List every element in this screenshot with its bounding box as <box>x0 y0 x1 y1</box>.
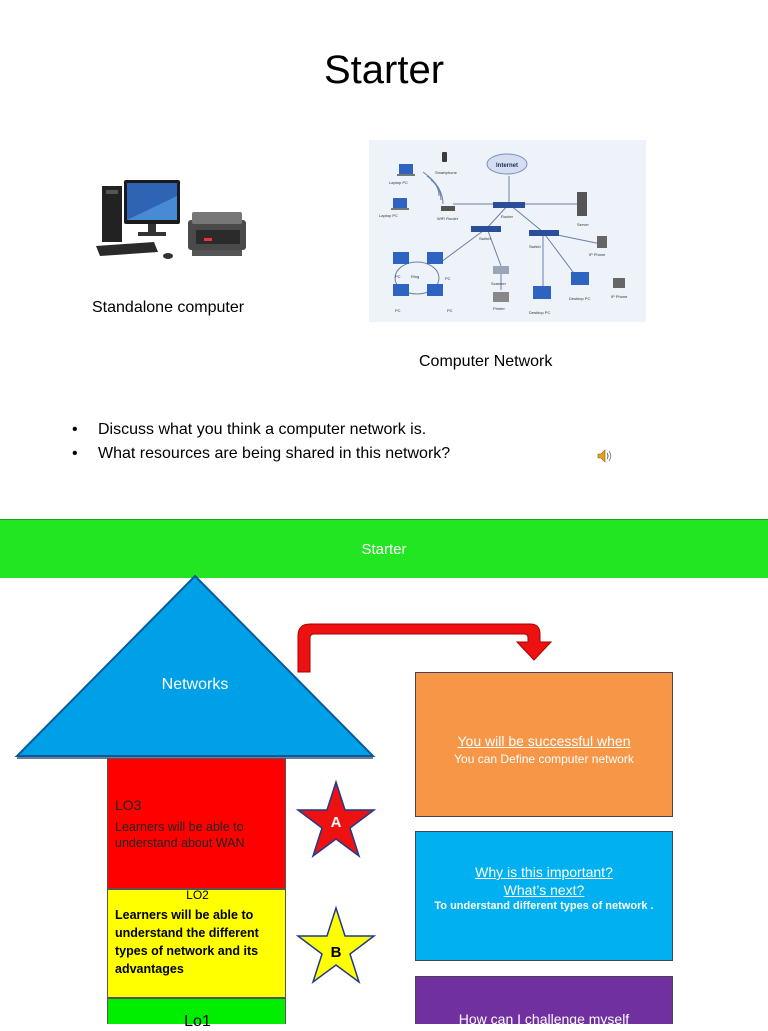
network-label-pc-2: PC <box>445 276 451 281</box>
curved-arrow-icon <box>297 623 553 673</box>
network-label-pc-1: PC <box>395 274 401 279</box>
network-label-pc-3: PC <box>395 308 401 313</box>
bullet-item: What resources are being shared in this … <box>72 442 450 466</box>
network-label-ring: Ring <box>411 274 419 279</box>
bullet-item: Discuss what you think a computer networ… <box>72 418 450 442</box>
computer-network-caption: Computer Network <box>419 353 553 370</box>
starter-banner: Starter <box>0 519 768 578</box>
network-label-ip-phone-1: IP Phone <box>589 252 606 257</box>
lo1-block: Lo1 <box>107 998 286 1030</box>
lo1-heading: Lo1 <box>184 1013 211 1030</box>
lo2-text-line: Learners will be able to <box>115 908 254 922</box>
lo2-text-line: types of network and its <box>115 944 259 958</box>
lo2-heading: LO2 <box>186 888 209 902</box>
network-label-printer: Printer <box>493 306 505 311</box>
lo3-block: LO3 Learners will be able to understand … <box>107 758 286 889</box>
discussion-bullets: Discuss what you think a computer networ… <box>72 418 450 466</box>
network-label-desktop-pc-1: Desktop PC <box>529 310 550 315</box>
whats-next-heading: What’s next? <box>503 882 585 898</box>
network-label-smartphone: Smartphone <box>435 170 458 175</box>
network-label-laptop-1: Laptop PC <box>389 180 408 185</box>
challenge-box: How can I challenge myself <box>415 976 673 1027</box>
star-b-icon <box>295 906 377 984</box>
lo2-text: Learners will be able to understand the … <box>115 906 259 978</box>
network-label-switch-2: Switch <box>529 244 541 249</box>
slide-title: Starter <box>323 48 445 92</box>
lo3-text-line: understand about WAN <box>115 836 245 850</box>
lo2-text-line: understand the different <box>115 926 259 940</box>
lo3-text-line: Learners will be able to <box>115 820 244 834</box>
star-a-label: A <box>330 814 342 831</box>
network-label-ip-phone-2: IP Phone <box>611 294 628 299</box>
success-heading: You will be successful when <box>457 733 631 749</box>
important-box: Why is this important? What’s next? To u… <box>415 831 673 961</box>
star-a-icon <box>295 780 377 858</box>
standalone-computer-image <box>96 180 246 259</box>
success-box: You will be successful when You can Defi… <box>415 672 673 817</box>
network-label-desktop-pc-2: Desktop PC <box>569 296 590 301</box>
lo2-block: LO2 Learners will be able to understand … <box>107 888 286 998</box>
banner-label: Starter <box>361 540 407 558</box>
network-label-pc-4: PC <box>447 308 453 313</box>
network-label-server: Server <box>577 222 589 227</box>
challenge-heading: How can I challenge myself <box>458 1011 630 1027</box>
lo3-text: Learners will be able to understand abou… <box>115 819 244 851</box>
networks-label: Networks <box>161 676 229 693</box>
standalone-computer-caption: Standalone computer <box>92 299 245 316</box>
network-label-internet: Internet <box>496 163 518 169</box>
networks-arrow-head <box>14 574 376 759</box>
important-text: To understand different types of network… <box>434 900 654 912</box>
network-label-router: Router <box>501 214 514 219</box>
network-label-wifi-router: WiFi Router <box>437 216 459 221</box>
lo2-text-line: advantages <box>115 962 184 976</box>
important-heading: Why is this important? <box>475 864 613 880</box>
computer-network-diagram: Internet Smartphone Laptop PC Laptop PC … <box>369 140 646 322</box>
lo3-heading: LO3 <box>115 797 142 813</box>
network-label-laptop-2: Laptop PC <box>379 213 398 218</box>
network-label-switch-1: Switch <box>479 236 491 241</box>
speaker-icon[interactable] <box>596 448 612 464</box>
star-b-label: B <box>330 944 342 961</box>
network-label-scanner: Scanner <box>491 281 507 286</box>
success-text: You can Define computer network <box>454 752 634 766</box>
